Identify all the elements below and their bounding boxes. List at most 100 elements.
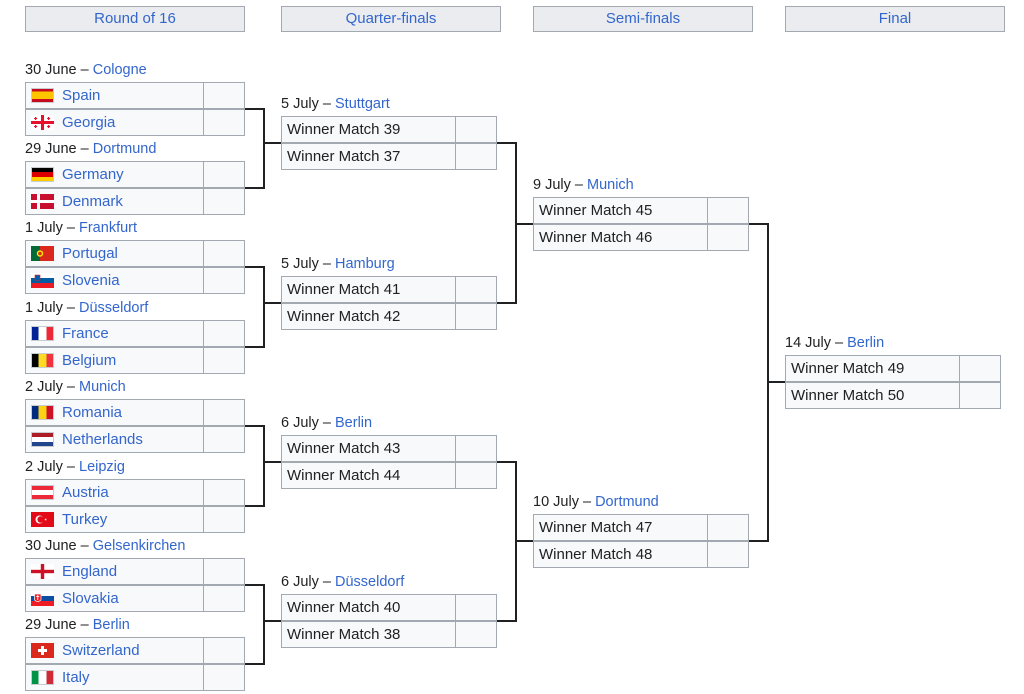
r16-match-6-label: 2 July – Leipzig [25, 457, 125, 477]
team-link[interactable]: Italy [62, 669, 90, 686]
qf-match-3-slot-1: Winner Match 43 [281, 435, 497, 462]
slovakia-flag-icon [31, 591, 54, 606]
placeholder-team: Winner Match 49 [791, 360, 905, 377]
match-date: 29 June – [25, 617, 93, 633]
score-cell [456, 277, 496, 302]
round-header-round-of-16[interactable]: Round of 16 [25, 6, 245, 32]
final-match-1-label: 14 July – Berlin [785, 333, 884, 353]
team-link[interactable]: Georgia [62, 114, 116, 131]
r16-connector-1-out [263, 142, 281, 144]
venue-link[interactable]: Düsseldorf [79, 300, 149, 316]
r16-match-8-slot-2: Italy [25, 664, 245, 691]
sf-connector-1 [749, 223, 769, 542]
r16-match-4-slot-1: France [25, 320, 245, 347]
team-cell: Winner Match 48 [534, 542, 708, 567]
match-date: 14 July – [785, 335, 848, 351]
venue-link[interactable]: Munich [587, 177, 634, 193]
sf-match-2-slot-1: Winner Match 47 [533, 514, 749, 541]
venue-link[interactable]: Stuttgart [335, 96, 390, 112]
team-link[interactable]: Netherlands [62, 431, 143, 448]
score-cell [456, 304, 496, 329]
team-cell: Spain [26, 83, 204, 108]
r16-match-8-slot-1: Switzerland [25, 637, 245, 664]
venue-link[interactable]: Düsseldorf [335, 574, 405, 590]
placeholder-team: Winner Match 46 [539, 229, 653, 246]
spain-flag-icon [31, 88, 54, 103]
score-cell [204, 189, 244, 214]
score-cell [708, 225, 748, 250]
match-date: 1 July – [25, 300, 79, 316]
venue-link[interactable]: Gelsenkirchen [92, 538, 186, 554]
match-date: 30 June – [25, 538, 93, 554]
team-cell: Winner Match 39 [282, 117, 456, 142]
team-cell: Switzerland [26, 638, 204, 663]
team-link[interactable]: Belgium [62, 352, 117, 369]
team-link[interactable]: Spain [62, 87, 101, 104]
team-link[interactable]: Romania [62, 404, 123, 421]
team-link[interactable]: Austria [62, 484, 109, 501]
team-cell: Winner Match 50 [786, 383, 960, 408]
venue-link[interactable]: Frankfurt [79, 220, 138, 236]
venue-link[interactable]: Cologne [92, 62, 147, 78]
team-cell: Belgium [26, 348, 204, 373]
match-date: 30 June – [25, 62, 93, 78]
team-cell: Romania [26, 400, 204, 425]
round-header-semi-finals[interactable]: Semi-finals [533, 6, 753, 32]
venue-link[interactable]: Berlin [335, 415, 373, 431]
venue-link[interactable]: Dortmund [92, 141, 157, 157]
team-cell: Winner Match 37 [282, 144, 456, 169]
team-cell: Turkey [26, 507, 204, 532]
team-cell: Winner Match 38 [282, 622, 456, 647]
team-cell: Winner Match 41 [282, 277, 456, 302]
score-cell [456, 436, 496, 461]
r16-match-6-slot-1: Austria [25, 479, 245, 506]
team-link[interactable]: Switzerland [62, 642, 140, 659]
r16-match-3-slot-2: Slovenia [25, 267, 245, 294]
team-cell: Winner Match 45 [534, 198, 708, 223]
qf-connector-1 [497, 142, 517, 304]
qf-connector-1-out [515, 223, 533, 225]
sf-match-1-label: 9 July – Munich [533, 175, 634, 195]
belgium-flag-icon [31, 353, 54, 368]
team-link[interactable]: England [62, 563, 118, 580]
r16-match-2-slot-1: Germany [25, 161, 245, 188]
score-cell [456, 144, 496, 169]
score-cell [456, 595, 496, 620]
team-link[interactable]: Denmark [62, 193, 123, 210]
team-link[interactable]: France [62, 325, 109, 342]
qf-match-3-label: 6 July – Berlin [281, 413, 372, 433]
r16-match-5-slot-1: Romania [25, 399, 245, 426]
r16-match-3-slot-1: Portugal [25, 240, 245, 267]
team-link[interactable]: Portugal [62, 245, 118, 262]
round-header-final[interactable]: Final [785, 6, 1005, 32]
score-cell [456, 622, 496, 647]
match-date: 10 July – [533, 494, 596, 510]
team-cell: Italy [26, 665, 204, 690]
score-cell [204, 321, 244, 346]
venue-link[interactable]: Leipzig [79, 459, 125, 475]
team-link[interactable]: Turkey [62, 511, 108, 528]
placeholder-team: Winner Match 44 [287, 467, 401, 484]
team-link[interactable]: Slovenia [62, 272, 120, 289]
round-header-quarter-finals[interactable]: Quarter-finals [281, 6, 501, 32]
score-cell [204, 638, 244, 663]
venue-link[interactable]: Berlin [92, 617, 130, 633]
r16-connector-3-out [263, 461, 281, 463]
team-cell: France [26, 321, 204, 346]
r16-connector-3 [245, 425, 265, 507]
final-match-1-slot-2: Winner Match 50 [785, 382, 1001, 409]
r16-match-7-slot-1: England [25, 558, 245, 585]
team-link[interactable]: Slovakia [62, 590, 119, 607]
score-cell [204, 83, 244, 108]
venue-link[interactable]: Dortmund [595, 494, 659, 510]
venue-link[interactable]: Munich [79, 379, 126, 395]
r16-match-5-slot-2: Netherlands [25, 426, 245, 453]
team-link[interactable]: Germany [62, 166, 124, 183]
score-cell [708, 515, 748, 540]
netherlands-flag-icon [31, 432, 54, 447]
sf-connector-1-out [767, 381, 785, 383]
venue-link[interactable]: Berlin [847, 335, 885, 351]
team-cell: Winner Match 46 [534, 225, 708, 250]
r16-match-1-slot-2: Georgia [25, 109, 245, 136]
venue-link[interactable]: Hamburg [335, 256, 395, 272]
